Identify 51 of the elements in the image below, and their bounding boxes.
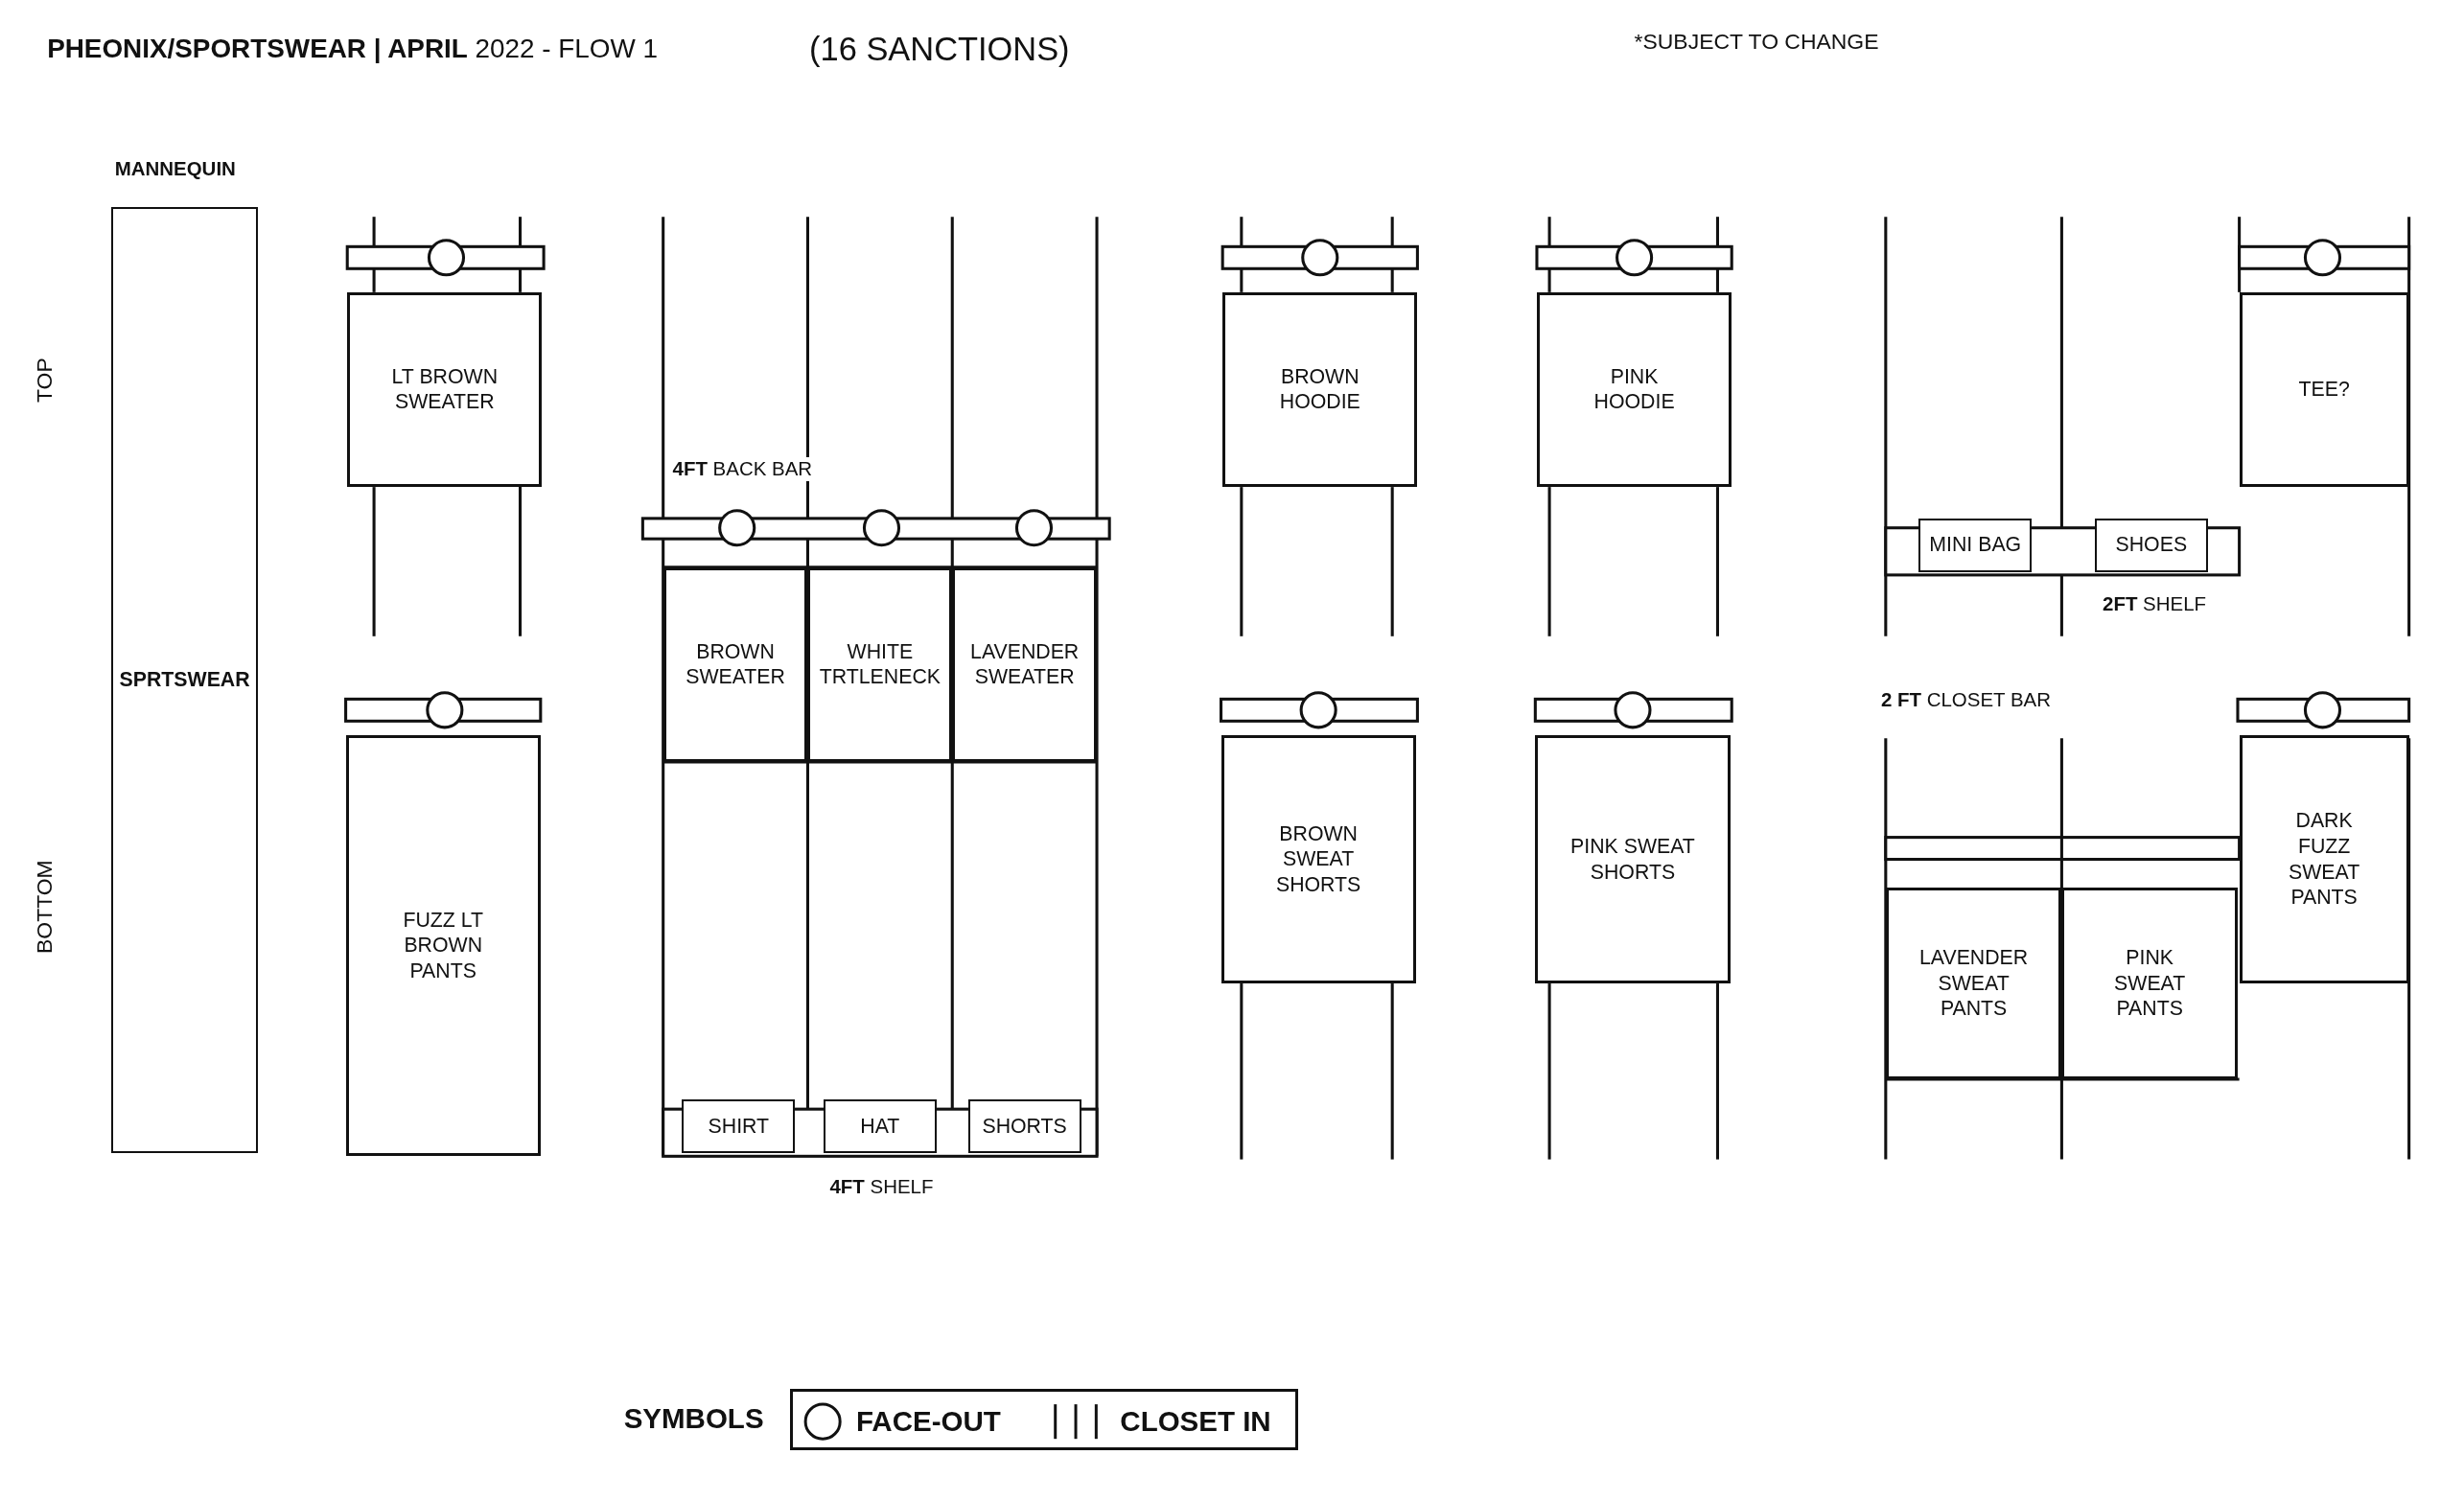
garment-box	[2239, 291, 2409, 488]
fixture-label: 2FT SHELF	[2103, 591, 2207, 616]
fixture-label: 4FT SHELF	[829, 1175, 934, 1199]
accessory-box	[682, 1099, 796, 1154]
item-label: WHITE TRTLENECK	[818, 638, 941, 690]
garment-box	[807, 566, 953, 762]
legend-label: CLOSET IN	[1120, 1404, 1271, 1439]
section-label: TOP	[31, 357, 58, 403]
legend-title: SYMBOLS	[623, 1401, 764, 1436]
caption-label: MANNEQUIN	[114, 156, 236, 181]
item-label: SHOES	[2114, 532, 2189, 559]
item-label: HAT	[859, 1113, 901, 1140]
item-label: LAVENDER SWEATER	[969, 638, 1081, 690]
garment-box	[662, 566, 808, 762]
item-label: BROWN HOODIE	[1278, 363, 1361, 416]
page-title: PHEONIX/SPORTSWEAR | APRIL 2022 - FLOW 1	[47, 33, 658, 65]
item-label: FUZZ LT BROWN PANTS	[402, 907, 484, 984]
garment-box	[1220, 735, 1416, 983]
garment-box	[345, 735, 541, 1157]
item-label: SHORTS	[981, 1113, 1068, 1140]
accessory-box	[823, 1099, 937, 1154]
legend-label: FACE-OUT	[855, 1404, 1001, 1439]
item-label: BROWN SWEAT SHORTS	[1274, 820, 1362, 898]
item-label: SPRTSWEAR	[118, 667, 251, 693]
item-label: MINI BAG	[1928, 532, 2023, 559]
item-label: BROWN SWEATER	[685, 638, 786, 690]
fixture-label: 2 FT CLOSET BAR	[1880, 687, 2051, 712]
fixture-label: 4FT BACK BAR	[672, 456, 813, 481]
garment-box	[1222, 291, 1418, 488]
item-label: DARK FUZZ SWEAT PANTS	[2288, 808, 2361, 911]
mannequin-box	[111, 207, 258, 1154]
accessory-box	[967, 1099, 1081, 1154]
garment-box	[1885, 888, 2062, 1079]
garment-box	[2061, 888, 2238, 1079]
accessory-box	[1918, 518, 2033, 572]
section-label: BOTTOM	[31, 860, 58, 954]
item-label: SHIRT	[707, 1113, 771, 1140]
item-label: PINK SWEAT PANTS	[2113, 945, 2187, 1022]
garment-box	[347, 291, 543, 488]
garment-box	[952, 566, 1098, 762]
item-label: LAVENDER SWEAT PANTS	[1918, 945, 2030, 1022]
note: *SUBJECT TO CHANGE	[1634, 28, 1879, 56]
item-label: PINK HOODIE	[1592, 363, 1676, 416]
accessory-box	[2094, 518, 2208, 572]
garment-box	[1536, 291, 1732, 488]
item-label: PINK SWEAT SHORTS	[1569, 833, 1696, 886]
item-label: LT BROWN SWEATER	[390, 363, 500, 416]
subtitle: (16 SANCTIONS)	[809, 30, 1070, 70]
item-label: TEE?	[2297, 377, 2351, 403]
garment-box	[1535, 735, 1731, 983]
garment-box	[2239, 735, 2409, 983]
